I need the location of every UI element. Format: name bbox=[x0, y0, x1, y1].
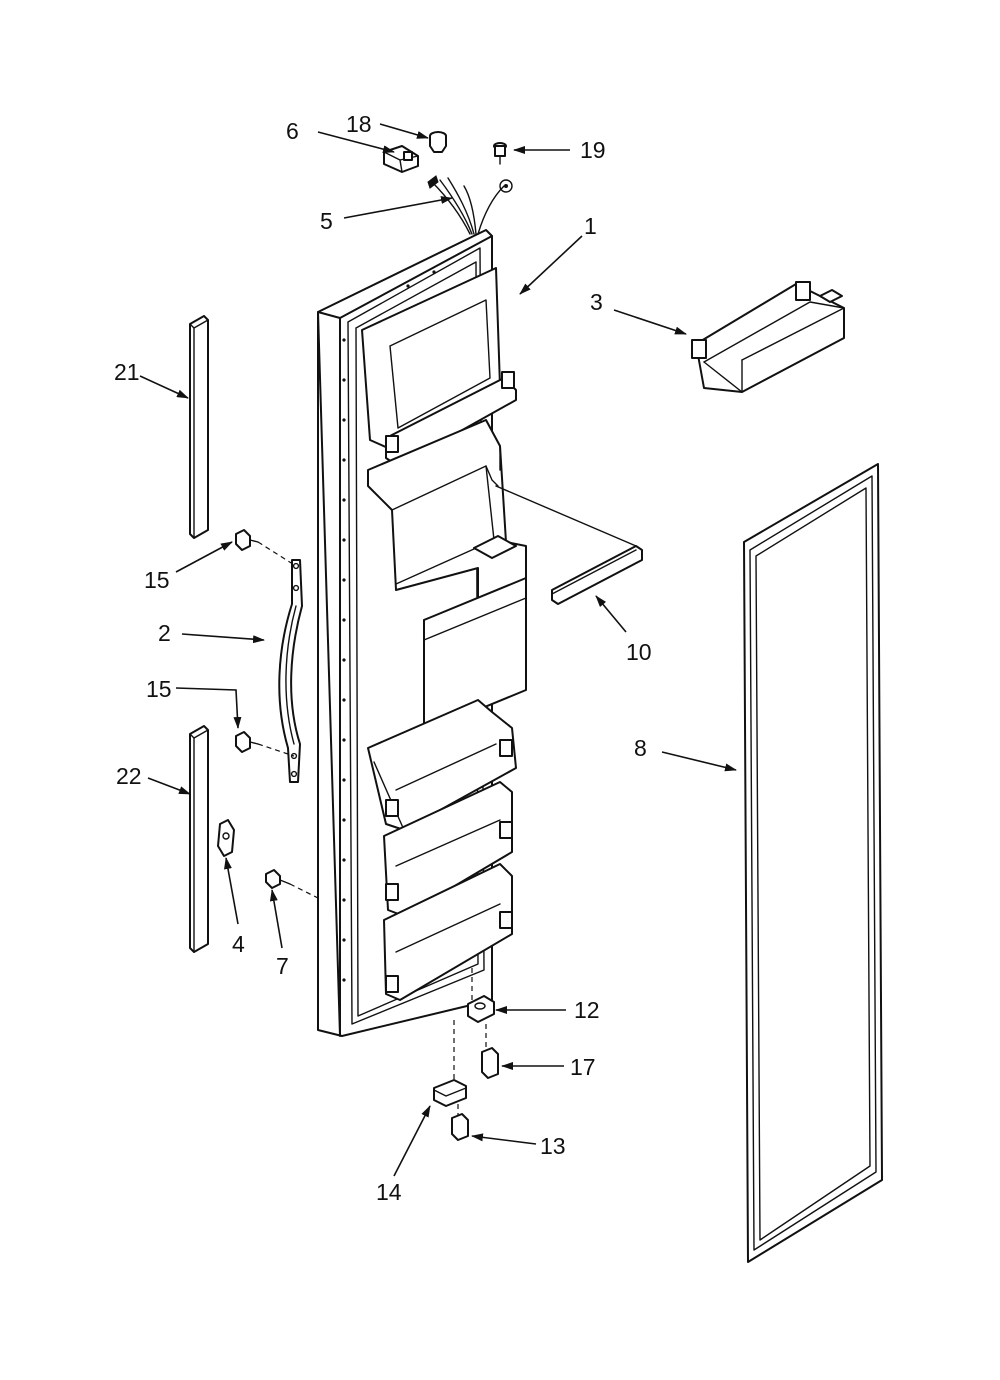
handle-screw-upper-part bbox=[235, 529, 297, 567]
wire-harness-part bbox=[427, 175, 513, 235]
screw-13-part bbox=[451, 1104, 469, 1141]
callout-3: 3 bbox=[590, 289, 603, 315]
callout-4: 4 bbox=[232, 931, 245, 957]
door-panel-part bbox=[317, 229, 527, 1037]
callout-15-upper: 15 bbox=[144, 567, 170, 593]
hinge-14-part bbox=[433, 1020, 467, 1107]
callout-labels: 6 18 19 5 1 3 21 15 2 15 10 8 22 4 7 12 … bbox=[114, 111, 652, 1205]
button-cap-part bbox=[429, 131, 447, 153]
callout-2: 2 bbox=[158, 620, 171, 646]
door-shelf-part bbox=[691, 281, 845, 393]
dispenser-trim-part bbox=[495, 485, 643, 605]
callout-21: 21 bbox=[114, 359, 140, 385]
door-handle-part bbox=[278, 559, 303, 783]
callout-1: 1 bbox=[584, 213, 597, 239]
callout-17: 17 bbox=[570, 1054, 596, 1080]
trim-strip-22-part bbox=[189, 725, 209, 953]
screw-7-part bbox=[265, 869, 319, 899]
callout-7: 7 bbox=[276, 953, 289, 979]
screw-19-part bbox=[493, 142, 507, 165]
door-rivets bbox=[342, 270, 436, 982]
clip-part bbox=[217, 819, 235, 857]
callout-8: 8 bbox=[634, 735, 647, 761]
callout-6: 6 bbox=[286, 118, 299, 144]
hinge-12-part bbox=[467, 968, 495, 1023]
door-gasket-part bbox=[743, 463, 883, 1263]
trim-strip-21-part bbox=[189, 315, 209, 539]
callout-12: 12 bbox=[574, 997, 600, 1023]
callout-10: 10 bbox=[626, 639, 652, 665]
callout-18: 18 bbox=[346, 111, 372, 137]
leader-lines bbox=[139, 123, 737, 1177]
callout-13: 13 bbox=[540, 1133, 566, 1159]
screw-17-part bbox=[481, 1024, 499, 1079]
callout-5: 5 bbox=[320, 208, 333, 234]
callout-19: 19 bbox=[580, 137, 606, 163]
callout-22: 22 bbox=[116, 763, 142, 789]
callout-14: 14 bbox=[376, 1179, 402, 1205]
handle-screw-lower-part bbox=[235, 731, 295, 757]
callout-15-lower: 15 bbox=[146, 676, 172, 702]
